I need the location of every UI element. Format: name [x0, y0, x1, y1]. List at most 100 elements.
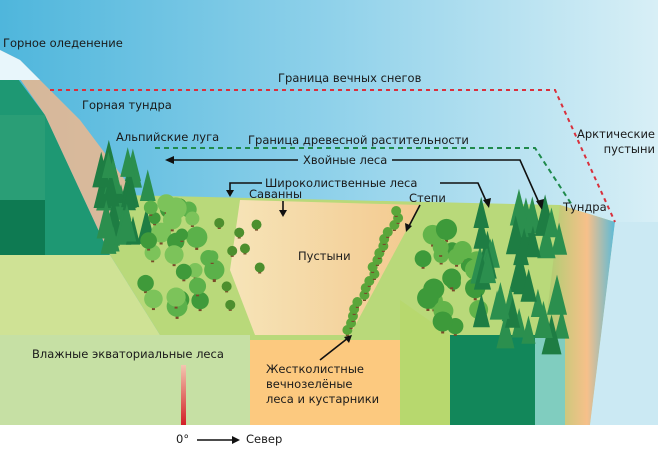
- glacier: [0, 50, 40, 80]
- deciduous-tree: [417, 287, 439, 309]
- deciduous-tree: [140, 232, 157, 249]
- conifer-tree: [511, 308, 527, 338]
- deciduous-tree: [221, 281, 232, 292]
- mountain-base-band: [0, 255, 160, 335]
- label-rainforests: Влажные экваториальные леса: [32, 347, 224, 361]
- deciduous-tree: [186, 226, 208, 248]
- deciduous-tree: [225, 299, 236, 310]
- deciduous-tree: [144, 289, 163, 309]
- deciduous-tree: [166, 287, 186, 307]
- deciduous-tree: [432, 311, 453, 332]
- label-arctic-deserts: Арктические пустыни: [577, 127, 655, 157]
- label-sclerophyll-line1: Жестколистные: [266, 362, 364, 376]
- conifer-tree: [504, 297, 521, 328]
- conifer-band: [450, 335, 535, 425]
- deciduous-tree: [191, 291, 209, 310]
- deciduous-tree: [364, 276, 375, 286]
- mountain-forest-band: [0, 115, 45, 200]
- conifer-tree: [554, 308, 570, 339]
- conifer-tree: [472, 293, 490, 328]
- tundra-area: [545, 205, 615, 425]
- conifer-tree: [491, 282, 510, 319]
- deciduous-tree: [143, 200, 158, 215]
- conifer-tree: [122, 183, 136, 211]
- conifer-tree: [546, 274, 568, 315]
- deciduous-tree: [175, 263, 192, 280]
- vegetation: [92, 139, 570, 355]
- conifer-tree: [508, 251, 530, 293]
- conifer-tree: [479, 249, 497, 284]
- deciduous-tree: [239, 243, 250, 254]
- conifer-tree: [537, 221, 556, 259]
- conifer-tree: [551, 222, 568, 255]
- desert-area: [230, 200, 420, 335]
- arrow-heads: [165, 156, 544, 444]
- deciduous-tree: [391, 206, 402, 216]
- label-tundra: Тундра: [563, 200, 607, 214]
- conifer-tree: [520, 268, 537, 302]
- mountain-conifer-band: [0, 200, 45, 255]
- label-sclerophyll-line2: вечнозелёные: [266, 377, 353, 391]
- label-steppes: Степи: [409, 191, 446, 205]
- deciduous-tree: [414, 250, 432, 268]
- conifer-tree: [117, 203, 137, 242]
- conifer-tree: [101, 171, 120, 207]
- label-snow-line: Граница вечных снегов: [278, 71, 422, 85]
- conifer-tree: [92, 151, 111, 188]
- deciduous-tree: [205, 250, 219, 263]
- label-coniferous-forests: Хвойные леса: [303, 153, 388, 167]
- deciduous-tree: [137, 274, 154, 292]
- deciduous-tree: [251, 219, 262, 230]
- conifer-tree: [509, 188, 529, 226]
- deciduous-tree: [448, 248, 465, 266]
- deciduous-tree: [187, 262, 203, 278]
- label-deserts: Пустыни: [298, 249, 351, 263]
- tree-line: [155, 147, 573, 206]
- snow-line: [50, 89, 616, 223]
- deciduous-tree: [382, 227, 393, 237]
- label-arctic-deserts-line2: пустыни: [603, 142, 655, 156]
- label-mountain-tundra: Горная тундра: [82, 98, 172, 112]
- label-sclerophyll-line3: леса и кустарники: [266, 392, 380, 406]
- deciduous-tree: [162, 210, 182, 230]
- label-tree-line: Граница древесной растительности: [248, 133, 469, 147]
- label-sclerophyll: Жестколистные вечнозелёные леса и кустар…: [266, 362, 379, 407]
- deciduous-tree: [234, 227, 245, 238]
- conifer-tree: [544, 207, 559, 238]
- deciduous-tree: [175, 228, 189, 241]
- conifer-tree: [96, 200, 116, 239]
- pointer-arrows: [172, 159, 541, 441]
- deciduous-tree: [227, 245, 238, 256]
- deciduous-tree: [367, 262, 378, 272]
- conifer-tree: [101, 151, 115, 178]
- deciduous-tree: [189, 277, 207, 295]
- mountain-slope: [0, 55, 110, 255]
- rainforest-band: [0, 335, 250, 425]
- deciduous-tree: [432, 239, 449, 256]
- label-mountain-glaciation: Горное оледенение: [3, 36, 123, 50]
- conifer-tree: [473, 216, 490, 249]
- deciduous-tree: [442, 268, 462, 288]
- equator-marker: [181, 365, 186, 425]
- conifer-tree: [534, 300, 553, 338]
- deciduous-tree: [352, 297, 363, 307]
- deciduous-tree: [254, 262, 265, 273]
- deciduous-tree: [435, 218, 458, 241]
- conifer-tree: [525, 225, 541, 258]
- sclerophyll-band: [250, 340, 400, 425]
- label-equator: 0°: [176, 432, 190, 446]
- label-north: Север: [246, 432, 283, 446]
- deciduous-tree: [214, 217, 225, 228]
- deciduous-tree: [164, 245, 184, 265]
- arctic-ice: [590, 222, 658, 425]
- conifer-tree: [496, 312, 515, 349]
- conifer-tree: [120, 147, 136, 177]
- label-alpine-meadows: Альпийские луга: [116, 130, 220, 144]
- label-savannas: Саванны: [249, 187, 303, 201]
- conifer-tree: [139, 169, 156, 201]
- label-broadleaf-forests: Широколиственные леса: [265, 176, 418, 190]
- conifer-tree: [473, 196, 489, 229]
- deciduous-tree: [207, 265, 222, 280]
